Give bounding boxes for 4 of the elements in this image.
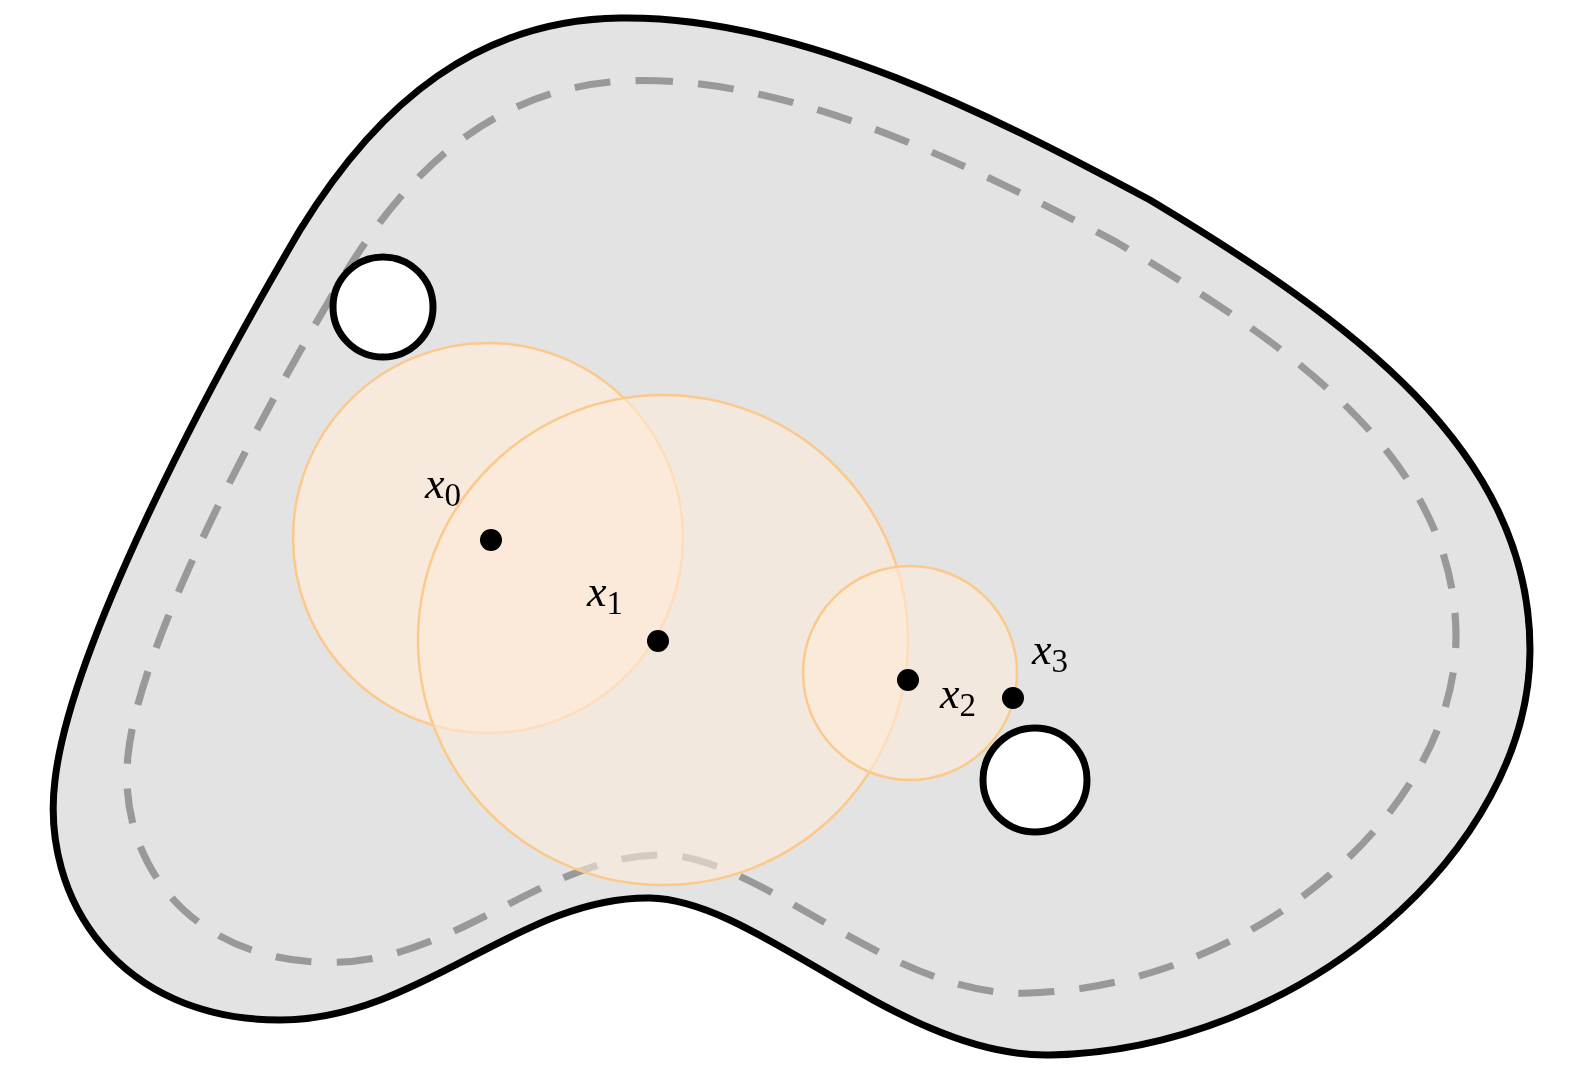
- point-label: x$_{0}$: [425, 462, 462, 506]
- point-label: x$_{2}$: [940, 672, 977, 716]
- point-label: x$_{3}$: [1032, 628, 1069, 672]
- point-label: x$_{1}$: [587, 570, 624, 614]
